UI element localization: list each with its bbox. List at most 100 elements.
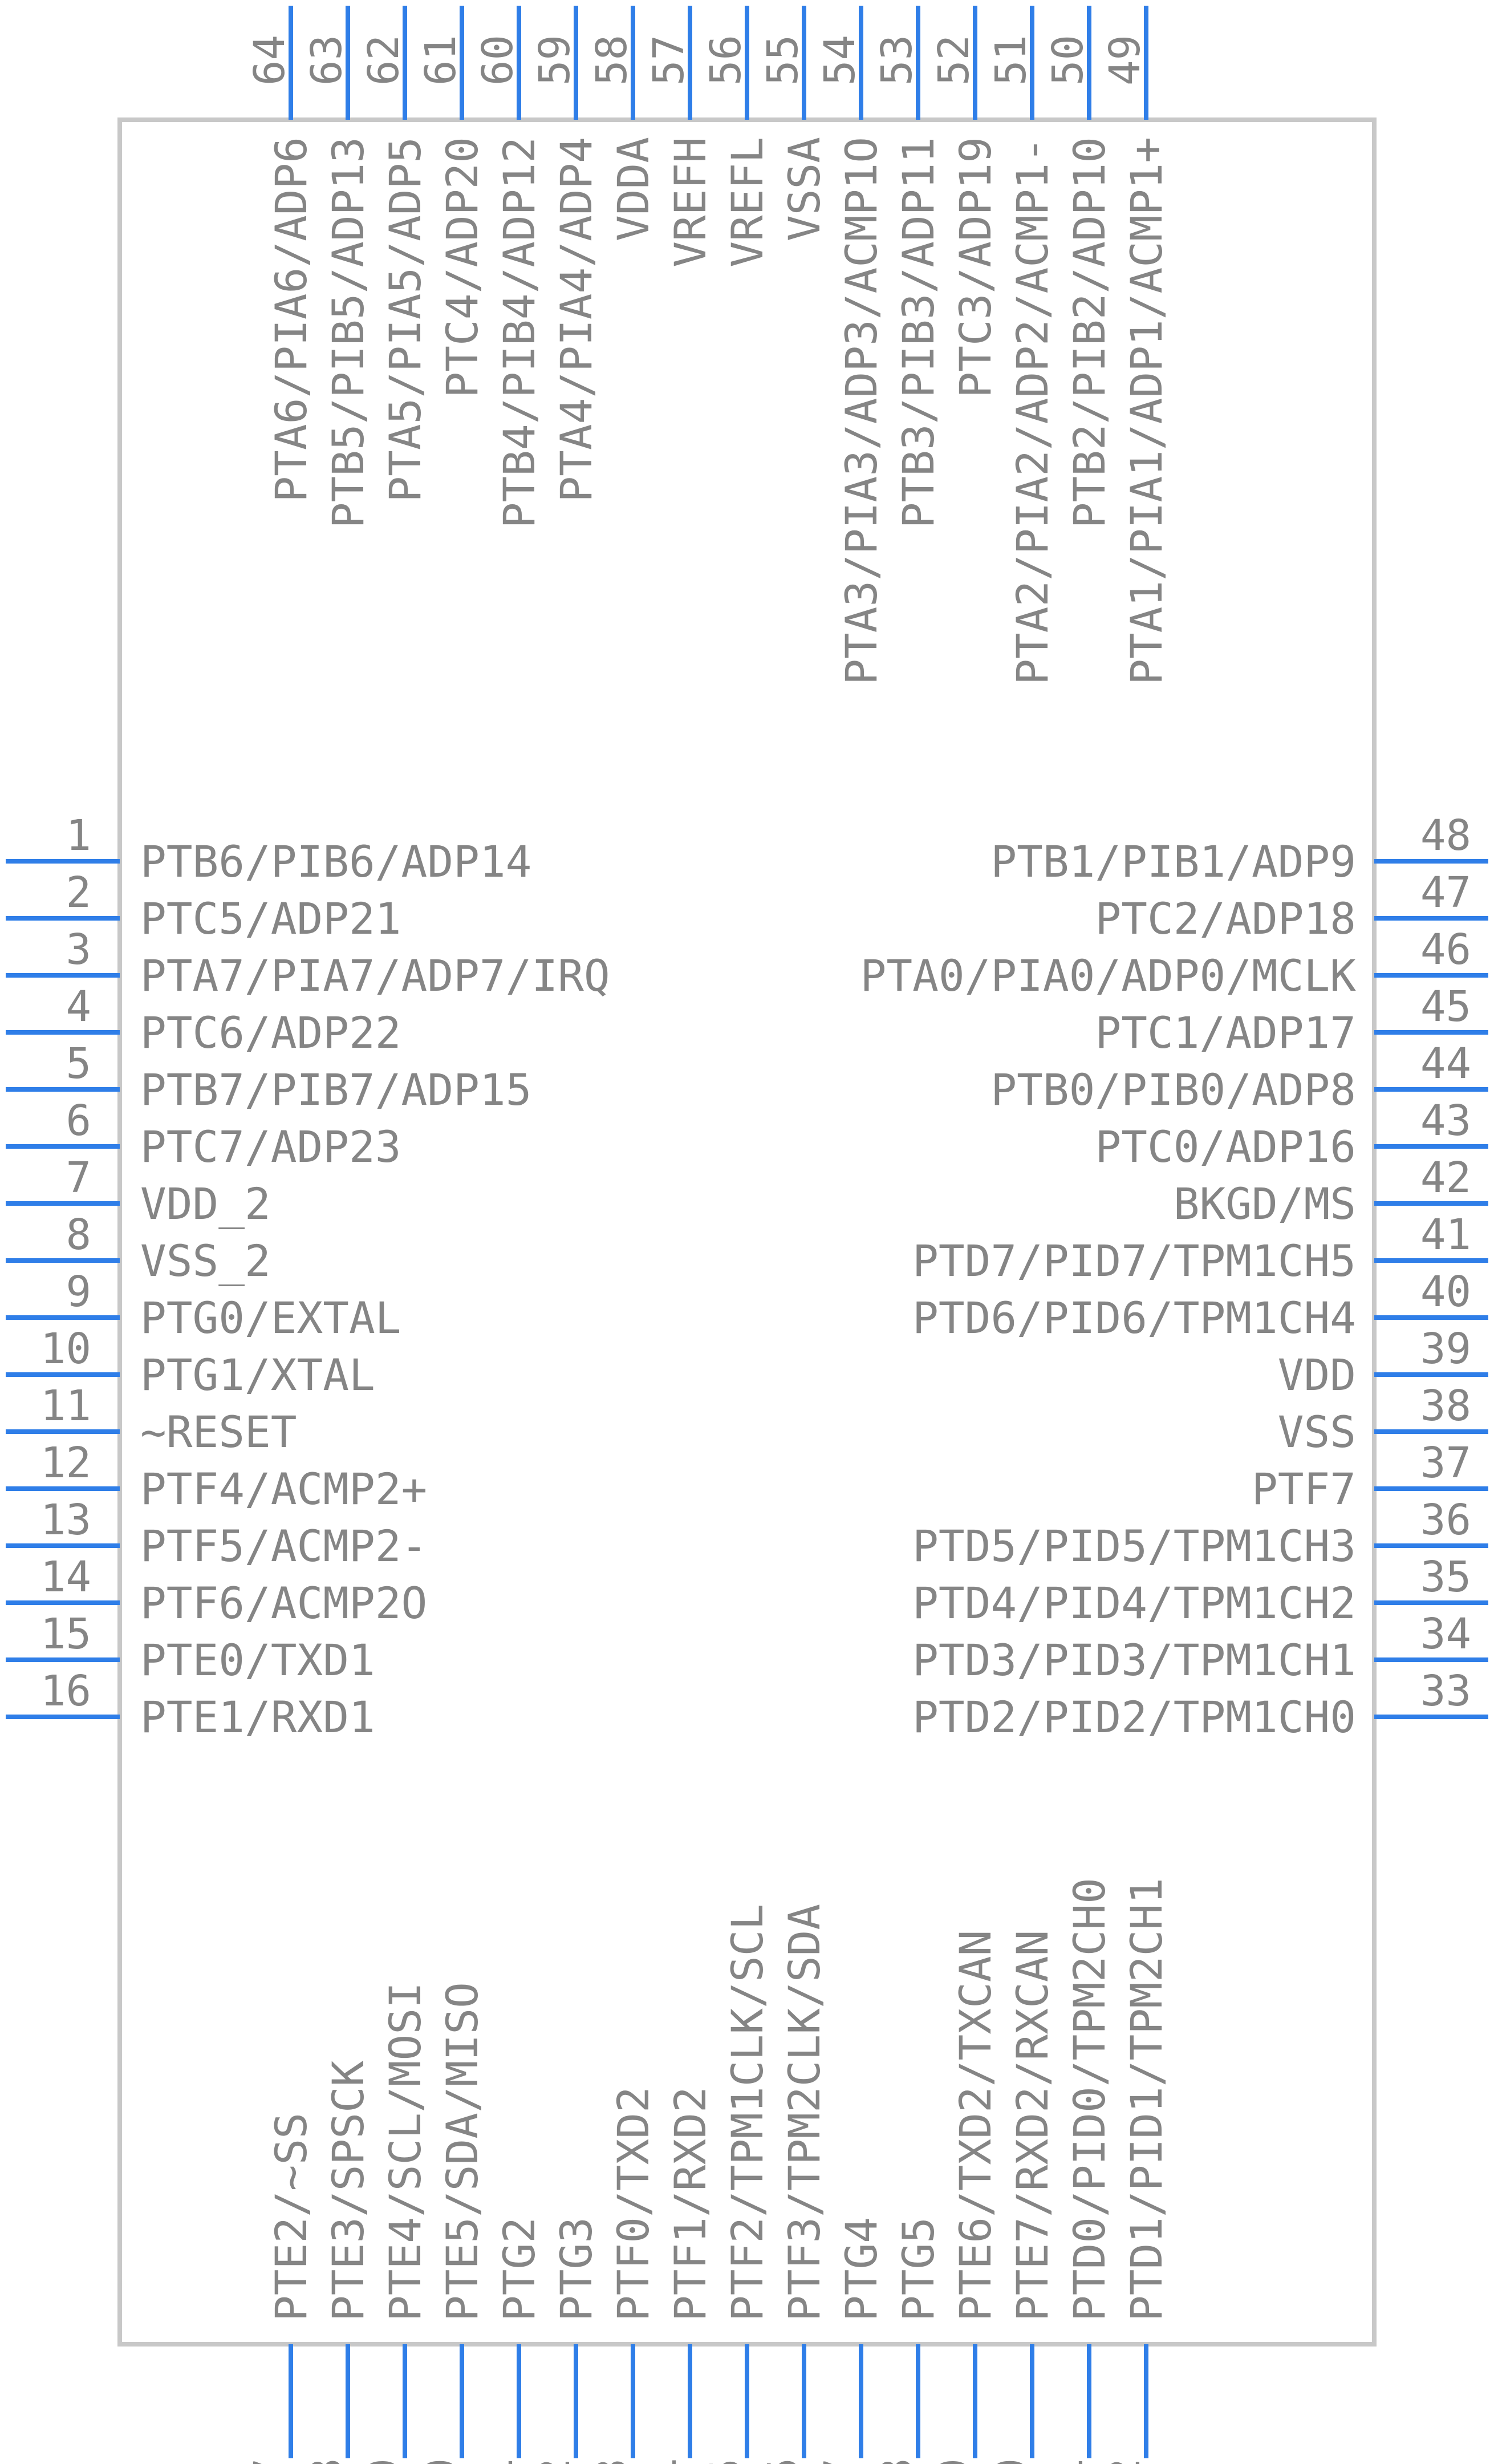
pin-label: PTE4/SCL/MOSI bbox=[380, 1982, 431, 2321]
pin-32: 32 PTD1/PID1/TPM2CH1 bbox=[1101, 1878, 1172, 2464]
pin-27: 27 PTG4 bbox=[815, 2217, 887, 2464]
pin-number: 28 bbox=[872, 2458, 921, 2464]
pin-label: PTD1/PID1/TPM2CH1 bbox=[1121, 1878, 1172, 2321]
pin-number: 36 bbox=[1420, 1496, 1471, 1545]
pin-number: 55 bbox=[758, 35, 807, 86]
pin-number: 29 bbox=[929, 2458, 979, 2464]
pin-number: 60 bbox=[473, 35, 522, 86]
pin-label: PTA3/PIA3/ADP3/ACMP1O bbox=[836, 137, 887, 685]
pin-number: 7 bbox=[66, 1153, 91, 1202]
pin-number: 44 bbox=[1420, 1039, 1471, 1088]
pin-label: ~RESET bbox=[140, 1407, 297, 1457]
pin-number: 61 bbox=[416, 35, 465, 86]
pin-31: 31PTD0/PID0/TPM2CH0 bbox=[1044, 1878, 1115, 2464]
pin-label: PTG3 bbox=[551, 2217, 602, 2321]
pin-number: 17 bbox=[245, 2458, 294, 2464]
pin-label: PTF6/ACMP2O bbox=[140, 1578, 427, 1628]
pin-label: PTB1/PIB1/ADP9 bbox=[990, 836, 1356, 887]
pin-label: PTF2/TPM1CLK/SCL bbox=[722, 1904, 773, 2321]
pin-label: PTC6/ADP22 bbox=[140, 1007, 401, 1058]
pin-label: BKGD/MS bbox=[1174, 1178, 1356, 1229]
pin-label: PTC4/ADP20 bbox=[437, 137, 488, 398]
pin-label: PTD6/PID6/TPM1CH4 bbox=[912, 1292, 1356, 1343]
pin-number: 8 bbox=[66, 1210, 91, 1259]
pin-number: 50 bbox=[1044, 35, 1093, 86]
pin-label: PTG4 bbox=[836, 2217, 887, 2321]
pin-number: 23 bbox=[587, 2458, 636, 2464]
pin-label: VSS bbox=[1278, 1407, 1356, 1457]
pin-label: PTB2/PIB2/ADP10 bbox=[1064, 137, 1115, 528]
pin-22: 22PTG3 bbox=[530, 2217, 602, 2464]
pin-label: VSS_2 bbox=[140, 1235, 271, 1286]
pin-label: PTA2/PIA2/ADP2/ACMP1- bbox=[1007, 137, 1058, 685]
pin-label: PTE0/TXD1 bbox=[140, 1635, 375, 1685]
pin-label: PTD2/PID2/TPM1CH0 bbox=[912, 1692, 1356, 1742]
pin-number: 12 bbox=[40, 1438, 91, 1488]
pin-label: PTF0/TXD2 bbox=[608, 2086, 659, 2321]
pin-number: 43 bbox=[1420, 1096, 1471, 1145]
chip-body bbox=[117, 117, 1377, 2347]
pin-label: PTB0/PIB0/ADP8 bbox=[990, 1064, 1356, 1115]
pin-label: PTE3/SPSCK bbox=[323, 2060, 374, 2321]
pin-label: PTD5/PID5/TPM1CH3 bbox=[912, 1521, 1356, 1571]
pin-19: 19PTE4/SCL/MOSI bbox=[359, 1982, 431, 2464]
pin-label: PTC0/ADP16 bbox=[1095, 1121, 1356, 1172]
pin-11: 11~RESET bbox=[6, 1381, 297, 1457]
pin-number: 42 bbox=[1420, 1153, 1471, 1202]
pin-number: 38 bbox=[1420, 1381, 1471, 1430]
pin-label: PTF1/RXD2 bbox=[665, 2086, 716, 2321]
pin-number: 27 bbox=[815, 2458, 864, 2464]
pin-number: 49 bbox=[1101, 35, 1150, 86]
pin-number: 52 bbox=[929, 35, 979, 86]
pin-label: PTF5/ACMP2- bbox=[140, 1521, 427, 1571]
pin-label: PTF3/TPM2CLK/SDA bbox=[779, 1904, 830, 2321]
pin-label: PTA7/PIA7/ADP7/IRQ bbox=[140, 950, 610, 1001]
pin-number: 5 bbox=[66, 1039, 91, 1088]
pin-24: 24PTF1/RXD2 bbox=[644, 2086, 716, 2464]
pin-number: 25 bbox=[701, 2458, 750, 2464]
pin-label: PTD3/PID3/TPM1CH1 bbox=[912, 1635, 1356, 1685]
pin-label: PTE6/TXD2/TXCAN bbox=[950, 1930, 1001, 2321]
pin-30: 30PTE7/RXD2/RXCAN bbox=[986, 1930, 1058, 2464]
pin-label: PTG5 bbox=[893, 2217, 944, 2321]
pin-label: PTA6/PIA6/ADP6 bbox=[266, 137, 316, 502]
pin-number: 35 bbox=[1420, 1553, 1471, 1602]
pin-number: 32 bbox=[1101, 2458, 1150, 2464]
pin-label: PTG2 bbox=[494, 2217, 545, 2321]
pin-number: 62 bbox=[359, 35, 408, 86]
pin-number: 57 bbox=[644, 35, 693, 86]
pin-label: PTE7/RXD2/RXCAN bbox=[1007, 1930, 1058, 2321]
pin-label: PTF7 bbox=[1252, 1464, 1356, 1514]
pin-number: 64 bbox=[245, 35, 294, 86]
pin-number: 56 bbox=[701, 35, 750, 86]
pin-number: 51 bbox=[986, 35, 1036, 86]
pins-layer: 1PTB6/PIB6/ADP142PTC5/ADP213PTA7/PIA7/AD… bbox=[6, 6, 1488, 2464]
pin-label: PTB3/PIB3/ADP11 bbox=[893, 137, 944, 528]
